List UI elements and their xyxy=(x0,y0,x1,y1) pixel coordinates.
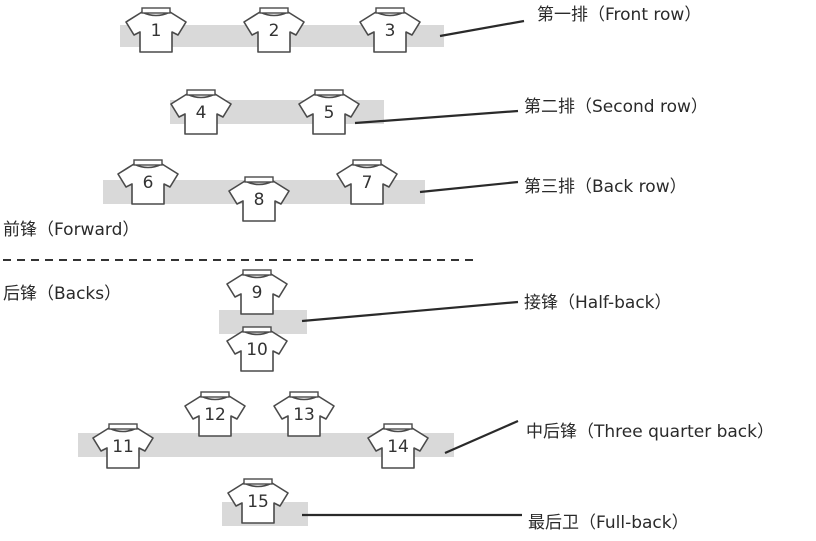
player-number-12: 12 xyxy=(204,405,226,425)
front-row-label: 第一排（Front row） xyxy=(537,5,702,25)
three-quarter-leader xyxy=(444,419,519,455)
full-back-label: 最后卫（Full-back） xyxy=(528,513,689,533)
backs-group-label: 后锋（Backs） xyxy=(3,284,122,304)
player-shirt-10: 10 xyxy=(226,326,288,372)
back-row-leader xyxy=(419,180,519,194)
player-number-10: 10 xyxy=(246,340,268,360)
three-quarter-label: 中后锋（Three quarter back） xyxy=(526,422,774,442)
front-row-leader xyxy=(439,19,525,38)
player-number-3: 3 xyxy=(385,21,396,41)
player-shirt-4: 4 xyxy=(170,89,232,135)
second-row-label: 第二排（Second row） xyxy=(524,97,708,117)
player-shirt-6: 6 xyxy=(117,159,179,205)
player-shirt-14: 14 xyxy=(367,423,429,469)
player-shirt-8: 8 xyxy=(228,176,290,222)
player-shirt-2: 2 xyxy=(243,7,305,53)
half-back-label: 接锋（Half-back） xyxy=(524,293,672,313)
player-number-2: 2 xyxy=(269,21,280,41)
half-back-leader xyxy=(301,300,519,323)
second-row-leader xyxy=(354,109,519,125)
player-shirt-11: 11 xyxy=(92,423,154,469)
player-number-4: 4 xyxy=(196,103,207,123)
player-number-1: 1 xyxy=(151,21,162,41)
player-shirt-13: 13 xyxy=(273,391,335,437)
back-row-label: 第三排（Back row） xyxy=(524,177,687,197)
player-shirt-12: 12 xyxy=(184,391,246,437)
player-number-8: 8 xyxy=(254,190,265,210)
forward-group-label: 前锋（Forward） xyxy=(3,220,140,240)
player-shirt-7: 7 xyxy=(336,159,398,205)
player-shirt-1: 1 xyxy=(125,7,187,53)
player-number-6: 6 xyxy=(143,173,154,193)
player-shirt-15: 15 xyxy=(227,478,289,524)
player-number-9: 9 xyxy=(252,283,263,303)
player-number-5: 5 xyxy=(324,103,335,123)
player-number-11: 11 xyxy=(112,437,134,457)
player-shirt-9: 9 xyxy=(226,269,288,315)
player-shirt-3: 3 xyxy=(359,7,421,53)
player-shirt-5: 5 xyxy=(298,89,360,135)
player-number-7: 7 xyxy=(362,173,373,193)
player-number-13: 13 xyxy=(293,405,315,425)
player-number-15: 15 xyxy=(247,492,269,512)
player-number-14: 14 xyxy=(387,437,409,457)
